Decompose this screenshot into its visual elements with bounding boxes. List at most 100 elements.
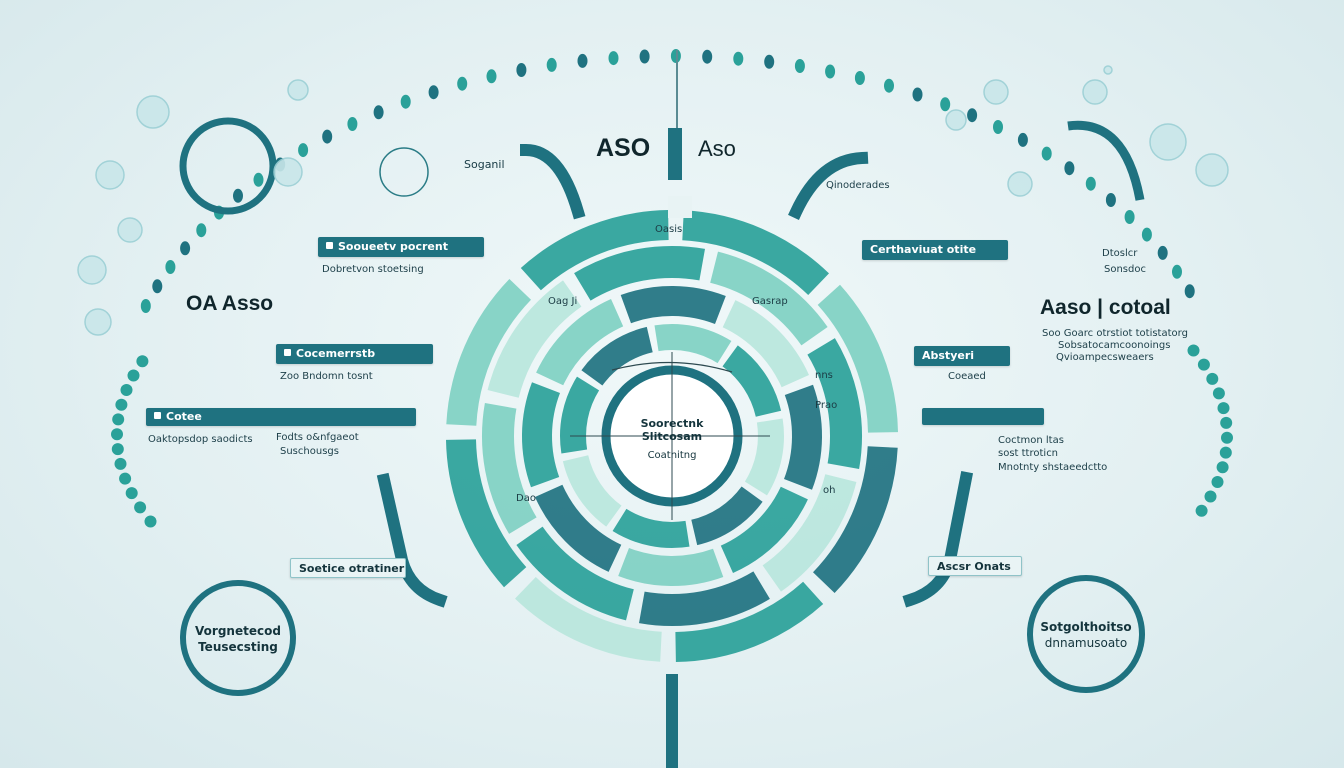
dot: [125, 487, 138, 500]
connector-bottom-right: [902, 470, 974, 608]
ring-segment: [682, 210, 829, 295]
dot: [1064, 161, 1075, 176]
dot: [1211, 476, 1224, 488]
dot: [400, 94, 411, 109]
right-circle-line1: Sotgolthoitso: [1040, 620, 1132, 634]
dot: [298, 143, 309, 158]
dot: [1216, 461, 1229, 474]
ring-segment: [784, 384, 823, 490]
dot: [1197, 358, 1210, 371]
dot: [111, 443, 124, 456]
square-icon: [326, 242, 333, 249]
dot: [1220, 416, 1233, 429]
center-inner-line3: Coatnitng: [647, 450, 697, 461]
right-bar-4-label: Ascsr Onats: [937, 560, 1011, 573]
right-circle-line2: dnnamusoato: [1044, 636, 1128, 650]
ring-icon-small-left: [379, 147, 429, 197]
dot: [144, 515, 157, 528]
ring-segment: [639, 571, 770, 627]
dot: [1041, 146, 1052, 161]
central-ring-segments: [446, 210, 898, 662]
right-bar-2-sub: Coeaed: [948, 371, 986, 382]
right-sub-1: Soo Goarc otrstiot totistatorg: [1042, 328, 1188, 339]
ring-segment: [520, 210, 669, 291]
dot: [912, 87, 923, 102]
left-bar-3-sub2a: Fodts o&nfgaeot: [276, 432, 359, 443]
left-circle-line1: Vorgnetecod: [195, 624, 281, 638]
right-sub-2: Sobsatocamcoonoings: [1058, 340, 1171, 351]
dot: [1195, 504, 1208, 517]
dot: [115, 398, 128, 411]
right-bar-3: [922, 408, 1044, 425]
right-bar-3-sub1: Coctmon ltas: [998, 435, 1064, 446]
top-left-small: Soganil: [464, 158, 505, 171]
ring-label-bl: Dao: [516, 493, 536, 504]
ring-label-r1: Gasrap: [752, 296, 788, 307]
dot: [373, 105, 384, 120]
dot: [1157, 245, 1168, 260]
dot: [940, 97, 951, 112]
dot: [1221, 431, 1233, 444]
dot: [993, 120, 1003, 134]
left-bar-1-label: Sooueetv pocrent: [338, 240, 448, 253]
dot: [120, 384, 133, 396]
left-bar-4: Soetice otratiner: [290, 558, 406, 578]
dot: [1206, 372, 1219, 385]
ring-segment: [535, 484, 622, 572]
right-top-sub1: Dtoslcr: [1102, 248, 1138, 259]
left-bar-4-label: Soetice otratiner: [299, 562, 405, 575]
dot: [165, 260, 176, 274]
dot: [854, 71, 865, 85]
left-bar-2-sub: Zoo Bndomn tosnt: [280, 371, 373, 382]
ring-segment: [536, 299, 624, 386]
ring-segment: [710, 251, 828, 346]
dot: [702, 49, 713, 64]
dot: [1217, 402, 1230, 415]
dot: [967, 108, 978, 123]
ring-segment: [562, 455, 622, 527]
ring-label-r2: nns: [815, 370, 833, 381]
dot: [114, 457, 127, 470]
connector-top-left: [519, 143, 586, 220]
dot: [322, 129, 333, 144]
dot: [733, 51, 744, 66]
dot: [1085, 176, 1096, 191]
ring-segment: [654, 324, 732, 364]
dot: [428, 85, 439, 100]
ring-segment: [807, 338, 863, 469]
ring-segment: [446, 279, 531, 426]
dot: [253, 172, 264, 187]
ring-segment: [762, 474, 857, 592]
dot: [546, 57, 557, 72]
top-right-small: Qinoderades: [826, 180, 890, 191]
right-sub-3: Qvioampecsweaers: [1056, 352, 1154, 363]
left-bar-3-sub2b: Suschousgs: [280, 446, 339, 457]
ring-segment: [581, 326, 653, 386]
ring-segment: [722, 300, 809, 388]
ring-segment: [720, 486, 808, 573]
ring-segment: [516, 526, 634, 621]
dot-arc-outline: [111, 49, 1233, 528]
left-bar-1-sub: Dobretvon stoetsing: [322, 264, 424, 275]
connector-bottom-left: [376, 472, 448, 608]
ring-segment: [521, 382, 560, 488]
ring-segment: [612, 508, 690, 548]
right-bar-2: Abstyeri: [914, 346, 1010, 366]
left-circle-line2: Teusecsting: [198, 640, 278, 654]
ring-label-tl: Oag Ji: [548, 296, 578, 307]
dot: [457, 76, 468, 91]
dot: [196, 223, 207, 238]
ring-arc-top-right: [1067, 120, 1145, 201]
dot: [577, 53, 588, 68]
ring-icon-bottom-left: [180, 580, 296, 696]
dot: [134, 501, 147, 514]
dot: [347, 117, 358, 131]
dot: [764, 54, 775, 69]
ring-label-r3: Prao: [815, 400, 838, 411]
right-top-sub2: Sonsdoc: [1104, 264, 1146, 275]
dot: [1187, 344, 1200, 357]
top-title-secondary: Aso: [698, 136, 736, 161]
ring-label-br: oh: [823, 485, 836, 496]
dot: [1219, 446, 1232, 459]
dot: [1017, 132, 1028, 147]
